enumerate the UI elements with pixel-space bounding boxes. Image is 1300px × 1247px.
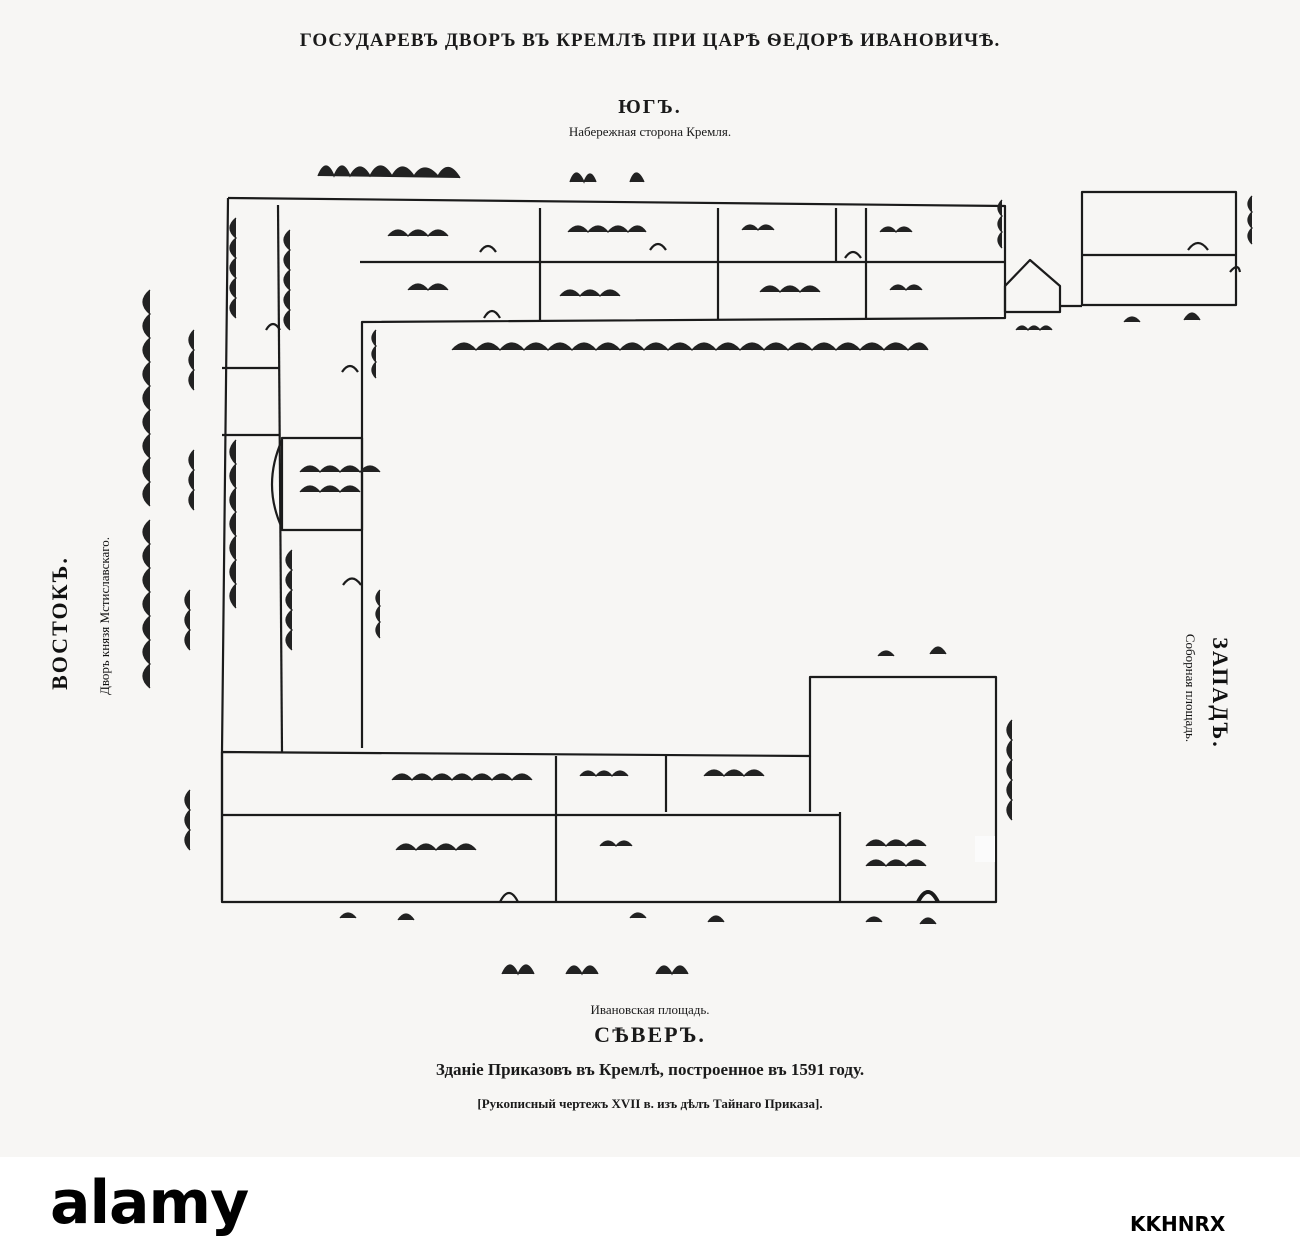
page-title: ГОСУДАРЕВЪ ДВОРЪ ВЪ КРЕМЛѢ ПРИ ЦАРѢ ѲЕДО… (299, 30, 1001, 51)
south-label: ЮГЪ. (618, 96, 682, 118)
watermark-image-id: KKHNRX (1130, 1212, 1226, 1236)
south-wing-outline (227, 196, 1007, 748)
north-label: СѢВЕРЪ. (594, 1022, 706, 1047)
west-building (1080, 190, 1238, 307)
source-note: [Рукописный чертежъ XVII в. изъ дѣлъ Тай… (477, 1096, 823, 1111)
apsidal-room (270, 436, 364, 532)
north-sublabel: Ивановская площадь. (590, 1002, 710, 1017)
handwritten-annotations-vertical (142, 195, 1253, 851)
north-wing-outline (220, 675, 998, 904)
gate-house (1003, 258, 1062, 314)
plan-caption: Зданіе Приказовъ въ Кремлѣ, построенное … (435, 1060, 865, 1079)
watermark-bar (0, 1157, 1300, 1247)
floor-plan-drawing (142, 165, 1253, 976)
watermark-logo: alamy (50, 1168, 249, 1238)
handwritten-annotations (299, 165, 1201, 976)
south-sublabel: Набережная сторона Кремля. (568, 124, 732, 139)
